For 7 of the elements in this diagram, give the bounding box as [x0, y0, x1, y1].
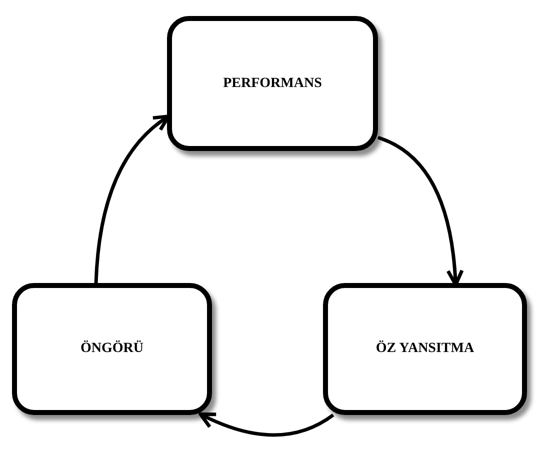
process-box	[12, 283, 212, 415]
curved-arrow	[198, 412, 334, 437]
process-box	[323, 283, 527, 415]
process-box	[167, 16, 378, 151]
node-label: ÖZ YANSITMA	[376, 341, 474, 357]
node-label: ÖNGÖRÜ	[80, 341, 144, 357]
node-label: PERFORMANS	[223, 76, 322, 92]
